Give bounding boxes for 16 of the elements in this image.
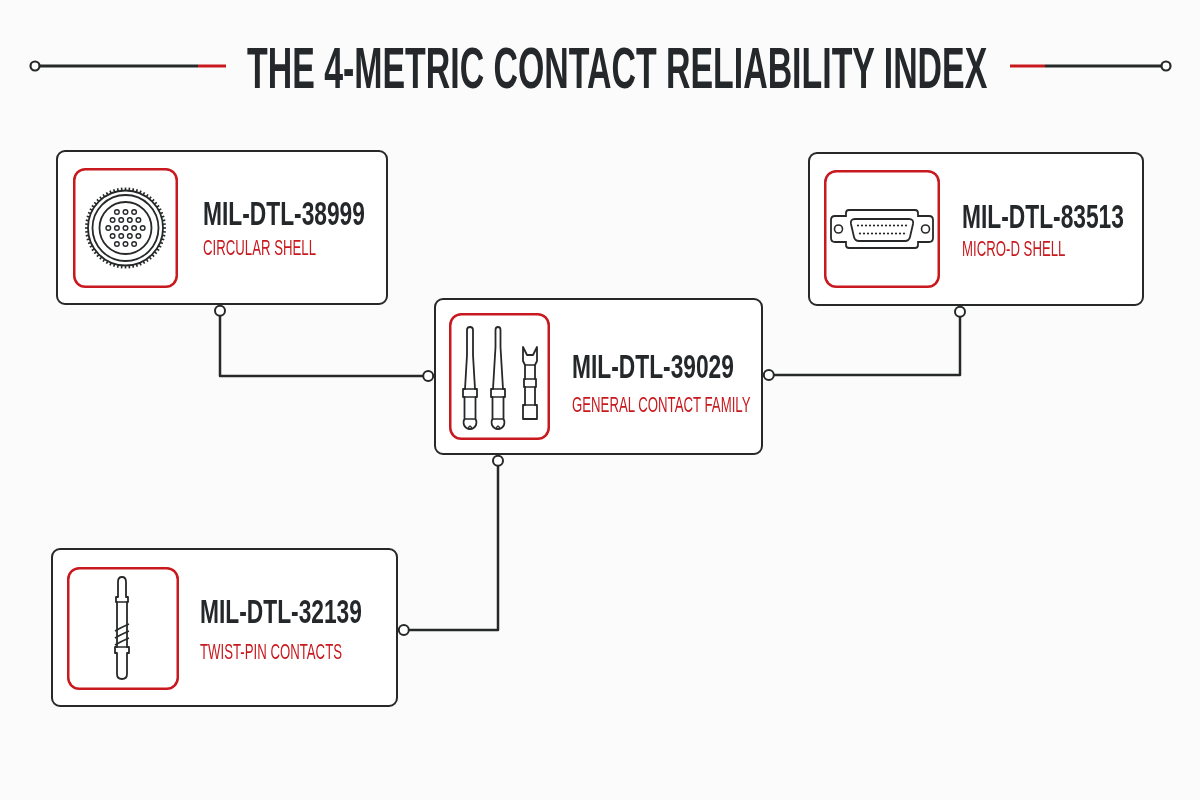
connector-line bbox=[214, 304, 435, 382]
part-number: MIL-DTL-32139 bbox=[199, 592, 362, 631]
part-description: TWIST-PIN CONTACTS bbox=[199, 639, 342, 665]
component-card bbox=[434, 298, 763, 455]
connector-line bbox=[397, 454, 504, 636]
connector-line bbox=[762, 305, 966, 381]
part-number: MIL-DTL-39029 bbox=[571, 347, 734, 386]
part-number: MIL-DTL-38999 bbox=[202, 194, 365, 233]
part-number: MIL-DTL-83513 bbox=[961, 197, 1124, 236]
component-card bbox=[808, 152, 1144, 306]
part-description: MICRO-D SHELL bbox=[961, 236, 1065, 262]
component-card bbox=[51, 548, 398, 707]
component-card bbox=[56, 150, 388, 305]
diagram-title: THE 4-METRIC CONTACT RELIABILITY INDEX bbox=[247, 35, 988, 102]
part-description: CIRCULAR SHELL bbox=[202, 234, 316, 260]
part-description: GENERAL CONTACT FAMILY bbox=[571, 392, 750, 418]
